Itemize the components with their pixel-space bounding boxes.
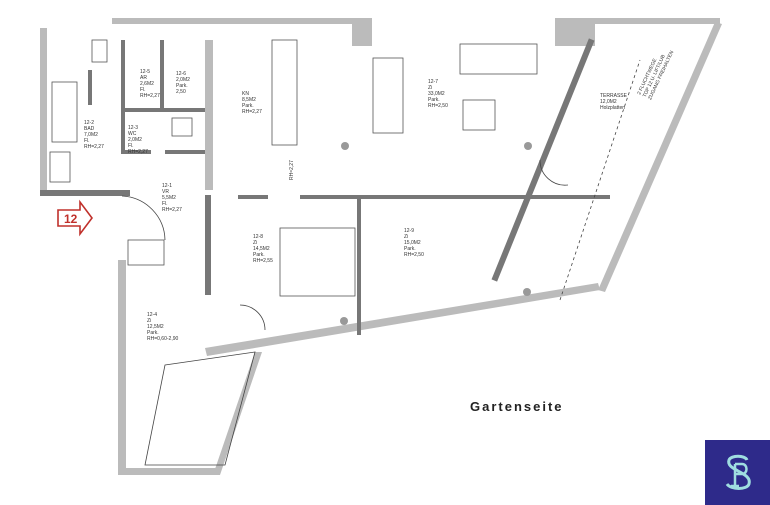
washbasin xyxy=(49,151,71,183)
bathtub xyxy=(51,81,78,143)
entrance-number: 12 xyxy=(64,212,78,226)
company-logo xyxy=(705,440,770,505)
column-icon xyxy=(524,142,532,150)
entrance-arrow-icon xyxy=(57,199,93,237)
rh-note: RH=2,27 xyxy=(289,160,295,180)
column-icon xyxy=(523,288,531,296)
garden-side-label: Gartenseite xyxy=(470,399,564,414)
escape-route-note: 2 FLUCHTWEGETOP 12 U. LIFT/LUBZUGANG FRE… xyxy=(636,44,675,100)
entrance-marker: 12 xyxy=(57,199,93,237)
bed xyxy=(279,227,356,297)
furniture xyxy=(49,39,641,466)
sofa xyxy=(459,43,538,75)
kitchen-counter xyxy=(271,39,298,146)
column-icon xyxy=(340,317,348,325)
washing-machine xyxy=(171,117,193,137)
column-icon xyxy=(341,142,349,150)
coffee-table xyxy=(462,99,496,131)
outer-walls xyxy=(40,18,722,475)
dining-table xyxy=(372,57,404,134)
sp-logo-icon xyxy=(725,454,751,490)
